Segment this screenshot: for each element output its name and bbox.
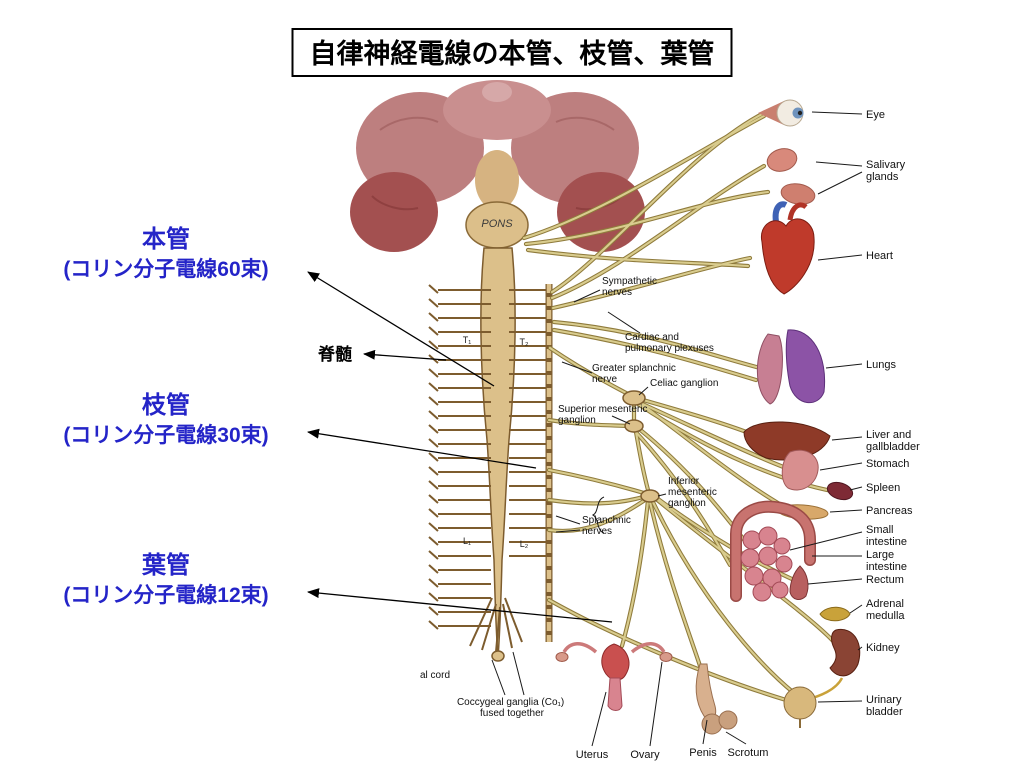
label-adrenal-medulla: Adrenal medulla xyxy=(866,598,907,622)
label-rectum: Rectum xyxy=(866,574,904,586)
annotation-edakan-subtitle: (コリン分子電線30束) xyxy=(63,424,269,448)
annotation-youkan-title: 葉管 xyxy=(142,552,190,579)
edakan-arrow xyxy=(307,428,537,469)
organ-liver xyxy=(743,421,831,461)
organ-lungs xyxy=(756,329,826,405)
annotation-honkan-subtitle: (コリン分子電線60束) xyxy=(63,258,269,282)
nerve-fibers xyxy=(491,112,834,700)
figure-label-pointers xyxy=(491,289,667,696)
annotation-sekizui: 脊髄 xyxy=(318,345,352,364)
organ-ovary xyxy=(659,652,673,662)
honkan-arrow xyxy=(307,271,495,387)
label-lungs: Lungs xyxy=(866,359,896,371)
label-sympathetic-nerves: Sympathetic nerves xyxy=(602,276,660,298)
annotation-youkan-subtitle: (コリン分子電線12束) xyxy=(63,584,269,608)
organ-uterus xyxy=(555,642,673,711)
organ-kidney xyxy=(805,628,861,702)
spinal-cord xyxy=(428,247,546,659)
sekizui-arrow xyxy=(363,349,447,361)
label-ovary: Ovary xyxy=(630,749,660,761)
organ-rectum xyxy=(789,565,809,600)
label-pancreas: Pancreas xyxy=(866,505,913,517)
page-title: 自律神経電線の本管、枝管、葉管 xyxy=(291,28,733,77)
organ-eye xyxy=(758,99,804,127)
label-l2: L₂ xyxy=(520,539,529,549)
annotation-honkan: 本管 (コリン分子電線60束) xyxy=(20,224,312,285)
label-liver-gallbladder: Liver and gallbladder xyxy=(866,429,920,453)
label-large-intestine: Large intestine xyxy=(866,549,907,573)
inferior-mesenteric-ganglion-shape xyxy=(640,489,660,503)
annotation-youkan: 葉管 (コリン分子電線12束) xyxy=(20,550,312,611)
label-small-intestine: Small intestine xyxy=(866,524,907,548)
organ-large-intestine xyxy=(730,500,816,602)
organ-heart xyxy=(760,201,815,295)
label-superior-mesenteric-ganglion: Superior mesenteric ganglion xyxy=(558,404,650,426)
label-stomach: Stomach xyxy=(866,458,909,470)
organ-label-pointers xyxy=(789,111,863,703)
label-t1: T₁ xyxy=(463,335,472,345)
annotation-honkan-title: 本管 xyxy=(142,226,190,253)
label-cardiac-pulmonary-plexuses: Cardiac and pulmonary plexuses xyxy=(625,332,714,354)
superior-mesenteric-ganglion-shape xyxy=(624,419,644,433)
annotation-edakan: 枝管 (コリン分子電線30束) xyxy=(20,390,312,451)
splanchnic-brace xyxy=(591,496,605,534)
label-pons: PONS xyxy=(481,218,513,230)
label-splanchnic-nerves: Splanchnic nerves xyxy=(582,515,634,537)
youkan-arrow xyxy=(307,588,613,623)
organ-adrenal xyxy=(819,606,851,622)
label-t2: T₂ xyxy=(520,337,529,347)
label-celiac-ganglion: Celiac ganglion xyxy=(650,378,718,389)
organ-penis-scrotum xyxy=(695,663,738,735)
label-greater-splanchnic-nerve: Greater splanchnic nerve xyxy=(592,363,679,385)
bottom-label-pointers xyxy=(591,661,747,747)
label-l1: L₁ xyxy=(463,536,471,546)
label-urinary-bladder: Urinary bladder xyxy=(866,694,905,718)
label-eye: Eye xyxy=(866,109,885,121)
organ-salivary-glands xyxy=(766,148,816,205)
annotation-edakan-title: 枝管 xyxy=(142,392,190,419)
organ-stomach xyxy=(781,449,819,491)
label-coccygeal-ganglia: Coccygeal ganglia (Co₁) fused together xyxy=(457,697,567,719)
label-kidney: Kidney xyxy=(866,642,900,654)
label-inferior-mesenteric-ganglion: Inferior mesenteric ganglion xyxy=(668,476,720,509)
coccygeal-ganglion-shape xyxy=(491,650,505,662)
organ-spleen xyxy=(826,481,854,501)
brain-illustration xyxy=(350,80,645,252)
label-spinal-cord-partial: al cord xyxy=(420,670,450,681)
label-penis: Penis xyxy=(689,747,717,759)
label-heart: Heart xyxy=(866,250,893,262)
label-spleen: Spleen xyxy=(866,482,900,494)
label-uterus: Uterus xyxy=(576,749,609,761)
organ-bladder xyxy=(783,686,817,728)
label-salivary-glands: Salivary glands xyxy=(866,159,908,183)
organ-small-intestine xyxy=(740,526,793,602)
label-scrotum: Scrotum xyxy=(728,747,769,759)
